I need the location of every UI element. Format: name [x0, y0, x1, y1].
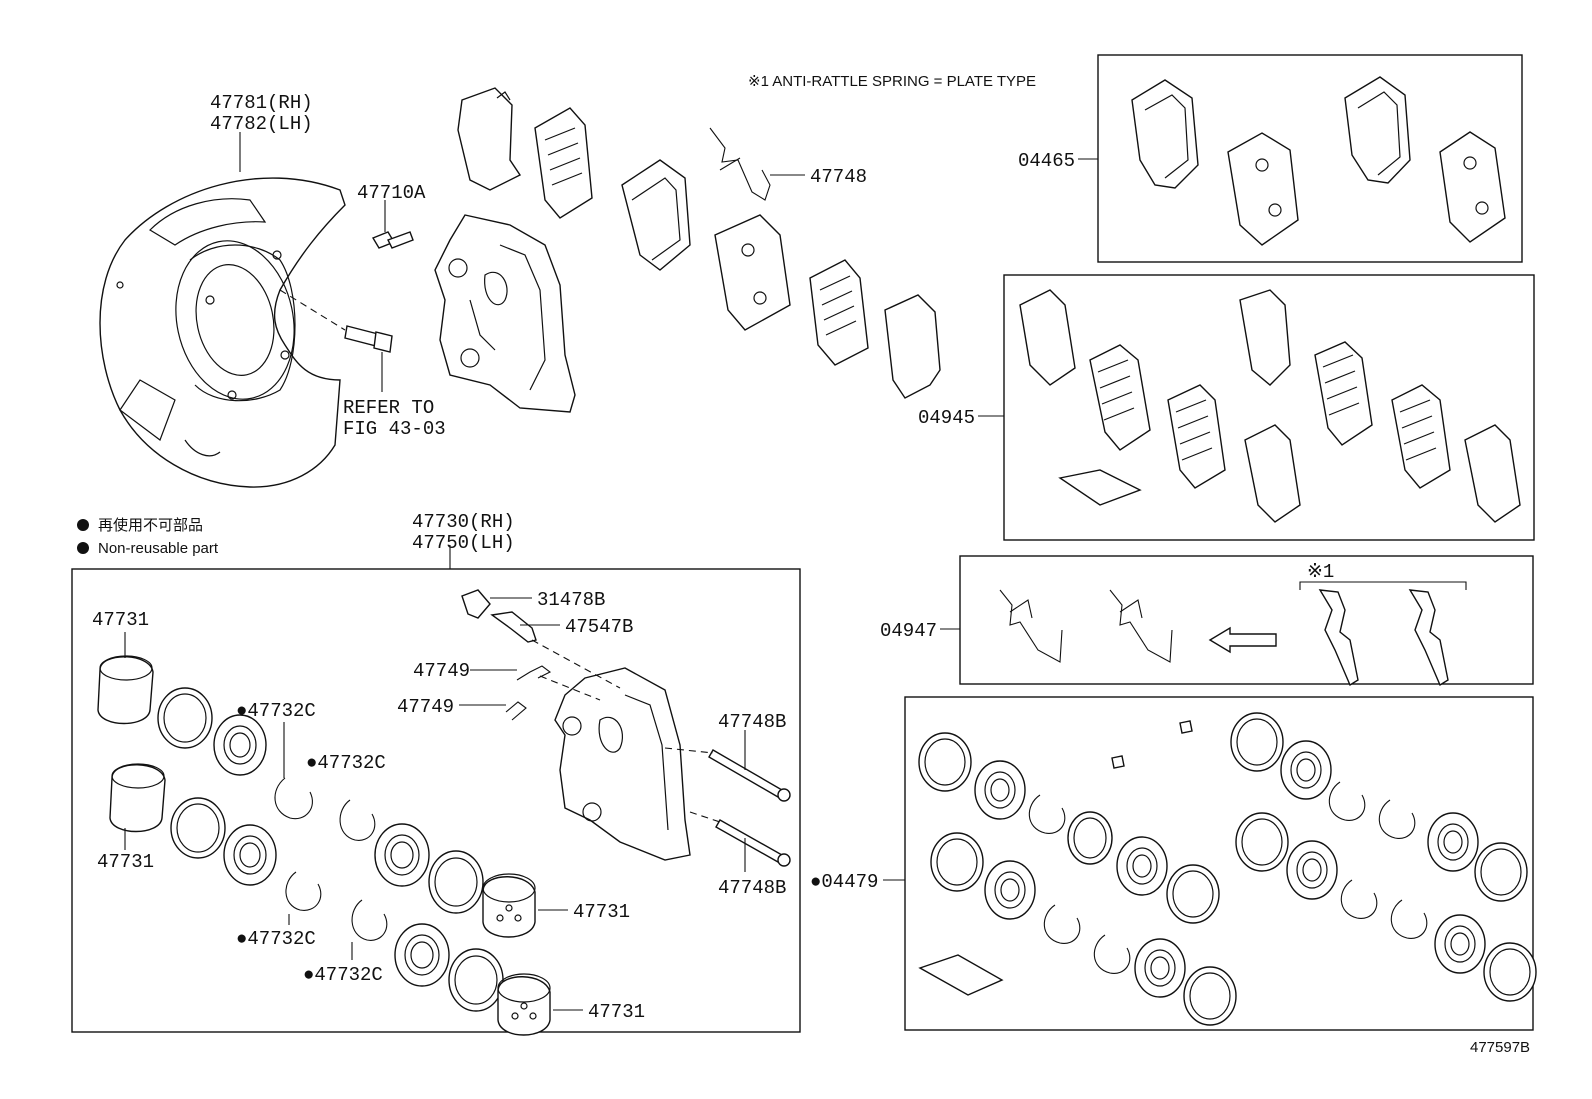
cylinder-kit-04479-frame: [904, 696, 1534, 1031]
label-seal-2: ●47732C: [306, 752, 386, 774]
bleeder-cap-31478b: [461, 589, 491, 619]
caliper-body-lower: [554, 667, 691, 861]
refer-to-label: REFER TO: [343, 397, 434, 419]
label-47710a: 47710A: [357, 182, 426, 204]
label-04947: 04947: [880, 620, 937, 642]
disc-brake-dust-cover: [99, 177, 346, 488]
anti-rattle-spring: [709, 127, 771, 201]
label-piston-2: 47731: [97, 851, 154, 873]
bolt-axis-line: [279, 289, 346, 331]
kit-04947-springs: [999, 589, 1173, 663]
plate-type-note: ※1 ANTI-RATTLE SPRING = PLATE TYPE: [748, 73, 1036, 90]
label-47781-rh: 47781(RH): [210, 92, 313, 114]
bullet-icon: [77, 519, 89, 531]
piston-47731-1: [97, 655, 154, 725]
pad-shim-outer-4: [884, 294, 941, 399]
plate-type-bracket: [1299, 581, 1467, 590]
kit-04465-plate-2: [1439, 131, 1506, 243]
diagram-id: 477597B: [1470, 1039, 1530, 1056]
clip-47749-a: [516, 665, 552, 681]
label-seal-1: ●47732C: [236, 700, 316, 722]
label-47782-lh: 47782(LH): [210, 113, 313, 135]
label-47748b-lower: 47748B: [718, 877, 786, 899]
label-04465: 04465: [1018, 150, 1075, 172]
piston-47731-3: [482, 873, 536, 938]
brake-pad-upper: [621, 159, 691, 271]
kit-04465-pad-1: [1131, 79, 1199, 189]
label-31478b: 31478B: [537, 589, 605, 611]
kit-04945-shims: [1019, 289, 1521, 523]
label-piston-3: 47731: [573, 901, 630, 923]
plate-type-springs: [1318, 589, 1449, 687]
clip-47749-b: [505, 701, 527, 721]
pad-backing-plate: [714, 214, 791, 331]
pin-axis-lower: [689, 811, 721, 823]
mounting-bolt: [344, 325, 393, 353]
spring-kit-04947-frame: [959, 555, 1534, 685]
seal-rings-left: [157, 687, 504, 1012]
kit-04465-pad-2: [1344, 76, 1411, 184]
label-04479: ●04479: [810, 871, 878, 893]
label-47749-b: 47749: [397, 696, 454, 718]
label-47750-lh: 47750(LH): [412, 532, 515, 554]
clip-axis: [539, 675, 601, 701]
label-04945: 04945: [918, 407, 975, 429]
arrow-left-icon: [1208, 626, 1277, 654]
bullet-icon: [77, 542, 89, 554]
bleeder-plug-47547b: [490, 611, 537, 643]
label-47730-rh: 47730(RH): [412, 511, 515, 533]
label-47749-a: 47749: [413, 660, 470, 682]
label-piston-4: 47731: [588, 1001, 645, 1023]
pad-kit-04945-frame: [1003, 274, 1535, 541]
pin-47748b-lower: [715, 819, 791, 867]
kit-04465-plate-1: [1227, 132, 1299, 246]
piston-47731-2: [109, 763, 166, 833]
label-seal-4: ●47732C: [303, 964, 383, 986]
label-47748b-upper: 47748B: [718, 711, 786, 733]
caliper-body-upper: [434, 214, 576, 413]
cylinder-assembly-frame: [71, 568, 801, 1033]
label-piston-1: 47731: [92, 609, 149, 631]
pad-shim-outer-1: [457, 87, 522, 191]
piston-47731-4: [497, 973, 551, 1036]
pin-axis-upper: [664, 747, 714, 754]
pad-shim-3: [809, 259, 869, 366]
label-47748: 47748: [810, 166, 867, 188]
bolt-47710a: [371, 231, 414, 249]
legend-jp: 再使用不可部品: [98, 517, 203, 534]
label-seal-3: ●47732C: [236, 928, 316, 950]
refer-fig-label: FIG 43-03: [343, 418, 446, 440]
label-47547b: 47547B: [565, 616, 633, 638]
spring-mark-label: ※1: [1307, 561, 1334, 583]
pad-shim-2: [534, 107, 593, 219]
legend-en: Non-reusable part: [98, 540, 219, 557]
bleeder-axis: [531, 639, 621, 689]
kit-04479-rings: [918, 712, 1537, 1026]
pin-47748b-upper: [708, 749, 791, 802]
